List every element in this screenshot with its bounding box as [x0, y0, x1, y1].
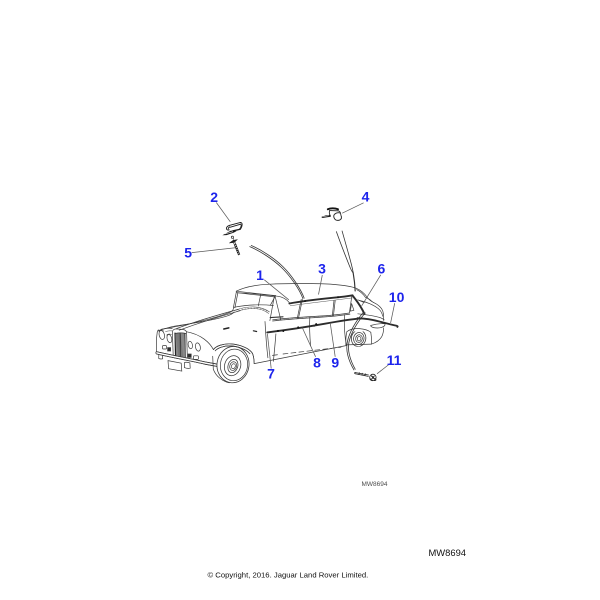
svg-text:6: 6 [378, 260, 386, 276]
svg-text:2: 2 [210, 189, 218, 205]
svg-text:4: 4 [362, 189, 370, 205]
svg-text:7: 7 [267, 365, 275, 381]
svg-text:MW8694: MW8694 [429, 547, 467, 558]
svg-text:9: 9 [331, 354, 339, 370]
svg-text:11: 11 [387, 352, 402, 368]
svg-text:© Copyright, 2016. Jaguar Land: © Copyright, 2016. Jaguar Land Rover Lim… [208, 570, 369, 579]
svg-text:MW8694: MW8694 [361, 481, 387, 488]
svg-text:3: 3 [318, 260, 326, 276]
svg-text:1: 1 [256, 267, 264, 283]
svg-text:5: 5 [184, 245, 192, 261]
svg-text:10: 10 [389, 289, 405, 305]
svg-text:8: 8 [313, 354, 321, 370]
